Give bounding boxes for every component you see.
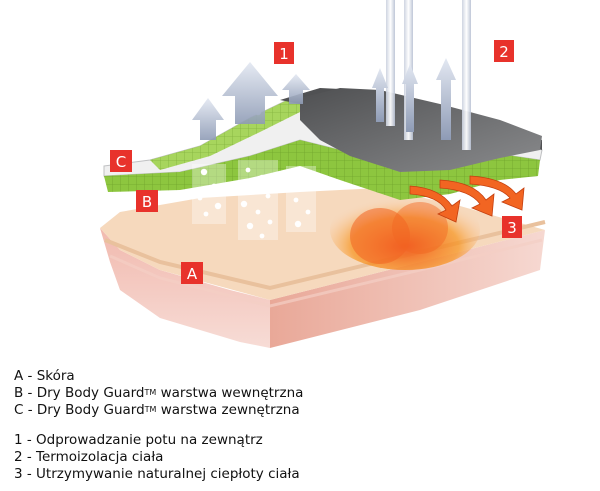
badge-c: C xyxy=(110,150,132,172)
sweat-columns xyxy=(192,160,316,240)
sweat-droplet xyxy=(305,209,311,215)
heat-arrows xyxy=(409,175,525,223)
svg-text:B: B xyxy=(142,193,152,211)
badge-b: B xyxy=(136,190,158,212)
svg-text:1: 1 xyxy=(279,45,289,63)
sweat-droplet xyxy=(259,233,265,239)
svg-text:3: 3 xyxy=(507,219,517,237)
sweat-droplet xyxy=(240,200,248,208)
skin-block xyxy=(100,188,546,348)
legend-function-2: 2 - Termoizolacja ciała xyxy=(14,449,164,465)
sweat-droplet xyxy=(249,187,255,193)
legend-layers: A - Skóra B - Dry Body GuardTM warstwa w… xyxy=(14,368,303,419)
insulation-beams xyxy=(372,0,471,150)
svg-text:A: A xyxy=(187,265,198,283)
sweat-droplet xyxy=(246,222,254,230)
badge-1: 1 xyxy=(274,42,294,64)
sweat-droplet xyxy=(211,183,217,189)
sweat-droplet xyxy=(302,184,310,192)
sweat-droplet xyxy=(291,173,297,179)
badge-2: 2 xyxy=(494,40,514,62)
badge-a: A xyxy=(181,262,203,284)
sweat-droplet xyxy=(294,220,302,228)
heat-glow xyxy=(330,190,480,270)
badge-3: 3 xyxy=(502,216,522,238)
sweat-droplet xyxy=(197,195,203,201)
legend-layer-a: A - Skóra xyxy=(14,368,75,384)
sweat-droplet xyxy=(245,167,251,173)
svg-text:2: 2 xyxy=(499,43,509,61)
legend-function-1: 1 - Odprowadzanie potu na zewnątrz xyxy=(14,432,263,448)
sweat-droplet xyxy=(203,211,209,217)
moisture-arrows xyxy=(192,62,310,140)
sweat-droplet xyxy=(293,197,299,203)
legend-functions: 1 - Odprowadzanie potu na zewnątrz 2 - T… xyxy=(14,432,300,483)
sweat-droplet xyxy=(227,123,233,129)
svg-text:C: C xyxy=(116,153,126,171)
fabric-layers-diagram: 1 2 3 C B A xyxy=(100,0,546,348)
sweat-droplet xyxy=(267,219,273,225)
legend-function-3: 3 - Utrzymywanie naturalnej ciepłoty cia… xyxy=(14,466,300,482)
sweat-droplet xyxy=(214,202,222,210)
sweat-droplet xyxy=(265,193,271,199)
legend-layer-b: B - Dry Body GuardTM warstwa wewnętrzna xyxy=(14,385,304,401)
sweat-droplet xyxy=(258,174,266,182)
legend-layer-c: C - Dry Body GuardTM warstwa zewnętrzna xyxy=(14,402,300,418)
sweat-droplet xyxy=(200,168,208,176)
sweat-droplet xyxy=(255,209,261,215)
